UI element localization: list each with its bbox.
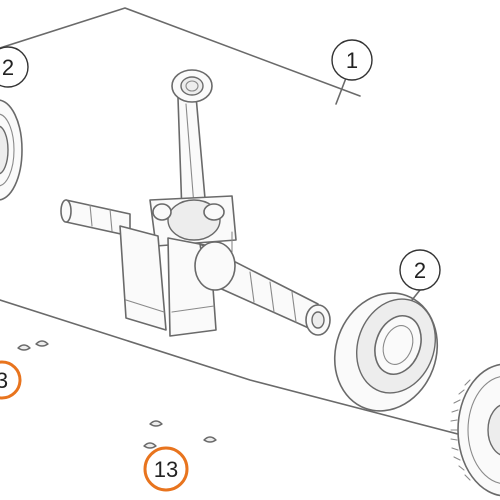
gear-part	[450, 363, 500, 497]
callout-1-label: 1	[346, 48, 358, 73]
key-parts-bottom	[143, 420, 217, 449]
crankshaft	[60, 69, 331, 337]
callout-2-left: 2	[0, 46, 29, 88]
callout-13: 13	[143, 446, 189, 492]
callout-3-label: 3	[0, 368, 8, 393]
callout-13-label: 13	[154, 457, 178, 482]
callout-3: 3	[0, 360, 22, 400]
key-parts-left	[17, 340, 49, 351]
callout-2-right: 2	[399, 249, 441, 301]
right-bearing	[333, 292, 439, 412]
left-bearing	[0, 99, 23, 201]
callout-2-right-label: 2	[414, 258, 426, 283]
callout-2-left-label: 2	[2, 55, 14, 80]
assembly-frame	[0, 7, 500, 446]
callout-1: 1	[331, 39, 373, 105]
